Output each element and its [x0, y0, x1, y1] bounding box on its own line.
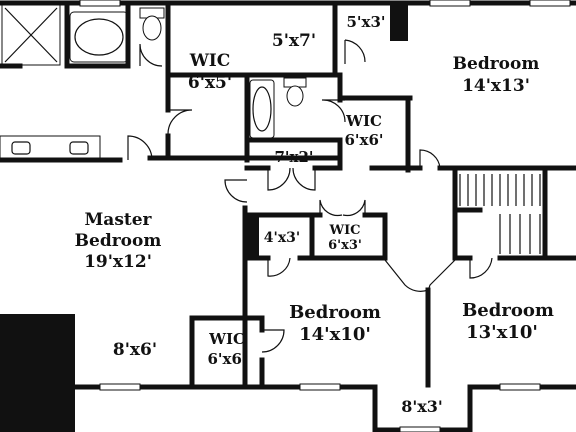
- closet-4x3-size: 4'x3': [264, 230, 300, 246]
- sink-left: [11, 141, 31, 155]
- staircase: [459, 167, 548, 261]
- sink-right: [69, 141, 89, 155]
- area-8x3-size: 8'x3': [401, 397, 443, 416]
- area-8x6-size: 8'x6': [113, 340, 157, 360]
- wic-6x3-size: 6'x3': [328, 238, 362, 253]
- bedroom-14x13-size: 14'x13': [462, 76, 530, 96]
- master-bath-fixtures: [0, 4, 165, 161]
- bedroom-14x13-name: Bedroom: [453, 54, 540, 74]
- wic-6x6-lower-size: 6'x6': [207, 350, 246, 368]
- vanity: [0, 135, 101, 161]
- master-bedroom-name-line2: Bedroom: [75, 231, 162, 251]
- doors: [127, 39, 493, 353]
- bedroom-14x10-name: Bedroom: [289, 302, 381, 323]
- wic-6x3-name: WIC: [328, 223, 360, 238]
- hall-toilet-bowl: [286, 85, 304, 107]
- bedroom-14x10-size: 14'x10': [299, 324, 371, 345]
- wic-6x6-upper-name: WIC: [345, 112, 382, 130]
- master-bedroom-name-line1: Master: [84, 210, 152, 230]
- bedroom-13x10-name: Bedroom: [462, 300, 554, 321]
- closet-block: [245, 215, 259, 257]
- room-5x7-size: 5'x7': [272, 31, 316, 51]
- closet-7x2-size: 7'x2': [274, 148, 313, 166]
- windows: [79, 0, 571, 432]
- wic-6x6-lower-name: WIC: [208, 330, 245, 348]
- bedroom-13x10-size: 13'x10': [466, 322, 538, 343]
- master-bedroom-size: 19'x12': [84, 252, 152, 272]
- room-5x3-size: 5'x3': [346, 13, 385, 31]
- structural-column: [390, 3, 408, 41]
- toilet-bowl: [142, 15, 162, 41]
- hall-bath-fixtures: [249, 77, 307, 139]
- wic-6x5-name: WIC: [189, 51, 231, 71]
- wic-6x5-size: 6'x5': [188, 73, 232, 93]
- wic-6x6-upper-size: 6'x6': [344, 131, 383, 149]
- solid-block: [0, 314, 75, 432]
